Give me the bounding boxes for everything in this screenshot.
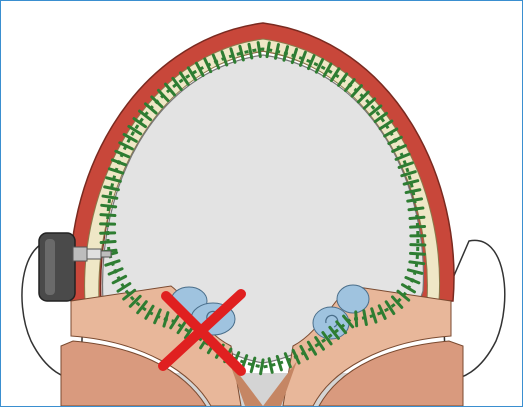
spring-coil [102,205,116,207]
spring-coil [411,226,425,227]
spring-coil [356,312,357,326]
spring-coil [409,208,423,210]
spring-coil [101,215,115,216]
spring-coil [410,262,424,264]
spring-coil [410,217,424,218]
spring-coil [258,43,260,57]
spring-coil [411,253,425,254]
spring-coil [101,242,115,243]
